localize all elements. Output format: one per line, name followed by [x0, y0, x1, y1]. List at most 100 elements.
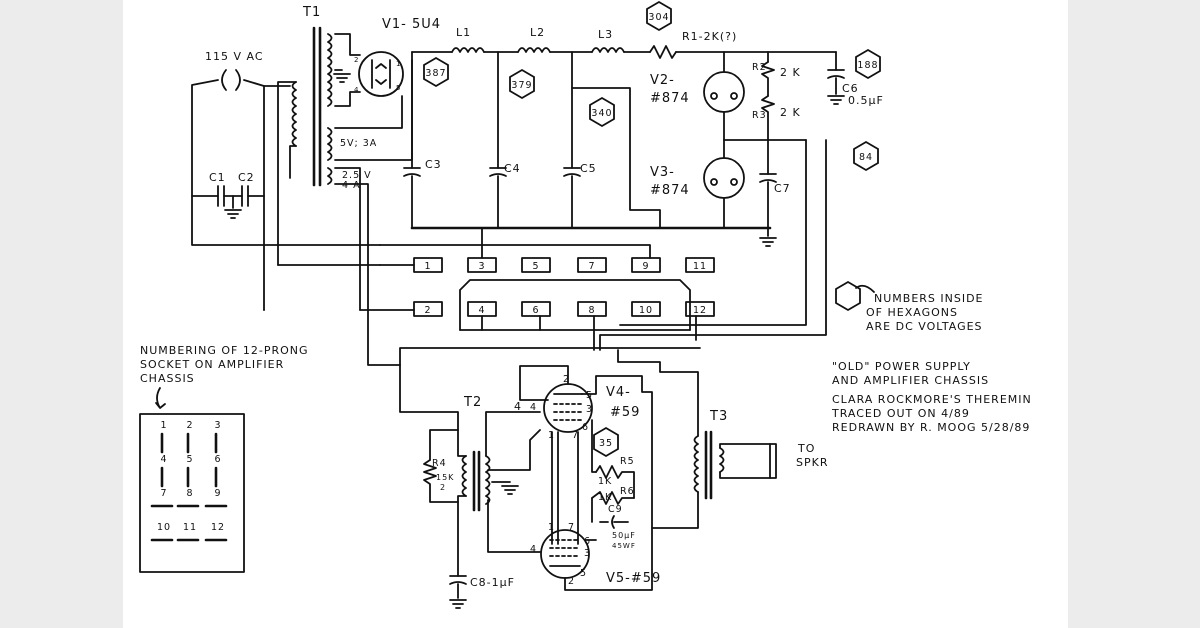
capacitors-c1-c2: C1 C2 [209, 171, 255, 219]
v4-type: #59 [610, 405, 640, 420]
svg-text:1: 1 [548, 430, 555, 441]
v1-label: V1- 5U4 [382, 17, 441, 32]
ground-icon [501, 485, 519, 495]
ground-icon [827, 95, 845, 105]
c2-label: C2 [238, 171, 255, 184]
tube-v5: V5-#59 1 7 4 6 3 2 5 [487, 491, 699, 591]
socket-pin-number: 12 [211, 522, 225, 533]
c9-value-2: 45WF [612, 542, 636, 550]
mains-plug-icon [221, 69, 241, 91]
legend-line-2: OF HEXAGONS [866, 306, 958, 319]
svg-text:5: 5 [586, 390, 593, 401]
ground-icon [759, 237, 777, 247]
v3-label: V3- [650, 165, 675, 180]
v1-pin-a: 2 [354, 56, 359, 64]
terminal: 12 [685, 301, 715, 317]
terminal: 10 [631, 301, 661, 317]
regulator-v2: V2- #874 [650, 51, 745, 141]
theremin-schematic: 115 V AC C1 C2 T1 5V; 3A 2.5 V 4 A [139, 0, 1031, 609]
socket-pin: 2 [186, 420, 193, 454]
v3-type: #874 [650, 183, 690, 198]
socket-pin: 9 [204, 488, 228, 508]
ground-icon [333, 73, 351, 83]
socket-pin: 7 [150, 488, 174, 508]
t1-hv-secondary [327, 33, 333, 107]
title-line-2: AND AMPLIFIER CHASSIS [832, 374, 989, 387]
speaker-label-2: SPKR [796, 456, 828, 469]
t2-secondary-coil [485, 455, 491, 505]
svg-text:304: 304 [648, 12, 669, 23]
socket-pin-number: 6 [214, 454, 221, 465]
v4-label: V4- [606, 385, 631, 400]
voltage-badge: 304 [646, 0, 672, 32]
l2-label: L2 [530, 26, 545, 39]
terminal: 11 [685, 257, 715, 273]
terminal: 2 [413, 301, 443, 317]
svg-text:7: 7 [572, 430, 579, 441]
legend-line-1: NUMBERS INSIDE [874, 292, 984, 305]
hv-rail: L1 L2 L3 R1-2K(?) C3 C4 C5 [403, 26, 837, 230]
c6-value: 0.5µF [848, 94, 884, 107]
socket-pin: 10 [150, 522, 174, 542]
t1-primary-coil [291, 81, 297, 147]
voltage-badge: 188 [855, 48, 881, 80]
r3-value: 2 K [780, 106, 801, 119]
socket-pin-number: 9 [214, 488, 221, 499]
socket-pin-number: 7 [160, 488, 167, 499]
v1-envelope [358, 51, 404, 97]
socket-pin: 4 [160, 454, 167, 488]
transformer-t3: T3 TO SPKR [581, 349, 828, 529]
c4-label: C4 [504, 162, 521, 175]
socket-pin: 12 [204, 522, 228, 542]
terminal-number: 12 [693, 305, 707, 316]
socket-diagram: NUMBERING OF 12-PRONG SOCKET ON AMPLIFIE… [139, 344, 308, 573]
l3-label: L3 [598, 28, 613, 41]
c1-label: C1 [209, 171, 226, 184]
socket-pin: 3 [214, 420, 221, 454]
svg-text:6: 6 [584, 536, 591, 547]
svg-text:2: 2 [568, 576, 575, 587]
svg-text:5: 5 [580, 568, 587, 579]
c5-label: C5 [580, 162, 597, 175]
svg-text:4: 4 [530, 544, 537, 555]
c8-label: C8-1µF [470, 576, 515, 589]
t2-pin-label: 4 [514, 400, 522, 413]
terminal-number: 1 [424, 261, 431, 272]
terminal: 8 [577, 301, 607, 317]
hexagon-legend-icon [835, 280, 861, 312]
svg-text:3: 3 [584, 548, 591, 559]
title-line-1: "OLD" POWER SUPPLY [832, 360, 971, 373]
voltage-badge: 84 [853, 140, 879, 172]
t2-label: T2 [463, 395, 482, 410]
terminal-number: 3 [478, 261, 485, 272]
r2-label: R2 [752, 62, 767, 73]
t3-secondary-coil [719, 447, 725, 473]
t3-primary-coil [693, 435, 699, 493]
voltage-badge: 340 [589, 96, 615, 128]
svg-text:340: 340 [591, 108, 612, 119]
divider-r2-r3: R2 2 K R3 2 K C7 C6 0.5µF [599, 51, 884, 351]
voltage-badges: 387 379 340 304 188 84 35 [423, 0, 881, 458]
hexagon-legend: NUMBERS INSIDE OF HEXAGONS ARE DC VOLTAG… [835, 280, 984, 333]
terminal-number: 11 [693, 261, 707, 272]
terminal: 9 [631, 257, 661, 273]
v2-label: V2- [650, 73, 675, 88]
socket-pin-number: 8 [186, 488, 193, 499]
t3-label: T3 [709, 409, 728, 424]
socket-pin-number: 2 [186, 420, 193, 431]
mains-label: 115 V AC [205, 50, 264, 63]
r6-value: 1K [598, 492, 612, 503]
l1-label: L1 [456, 26, 471, 39]
terminal: 7 [577, 257, 607, 273]
inductor-l1 [451, 47, 485, 53]
socket-caption-3: CHASSIS [140, 372, 195, 385]
schematic-sheet: 115 V AC C1 C2 T1 5V; 3A 2.5 V 4 A [123, 0, 1068, 628]
socket-pin: 5 [186, 454, 193, 488]
terminal-number: 4 [478, 305, 485, 316]
r3-label: R3 [752, 110, 767, 121]
r2-value: 2 K [780, 66, 801, 79]
socket-caption-2: SOCKET ON AMPLIFIER [140, 358, 284, 371]
c6-label: C6 [842, 82, 859, 95]
r1-label: R1-2K(?) [682, 30, 737, 43]
